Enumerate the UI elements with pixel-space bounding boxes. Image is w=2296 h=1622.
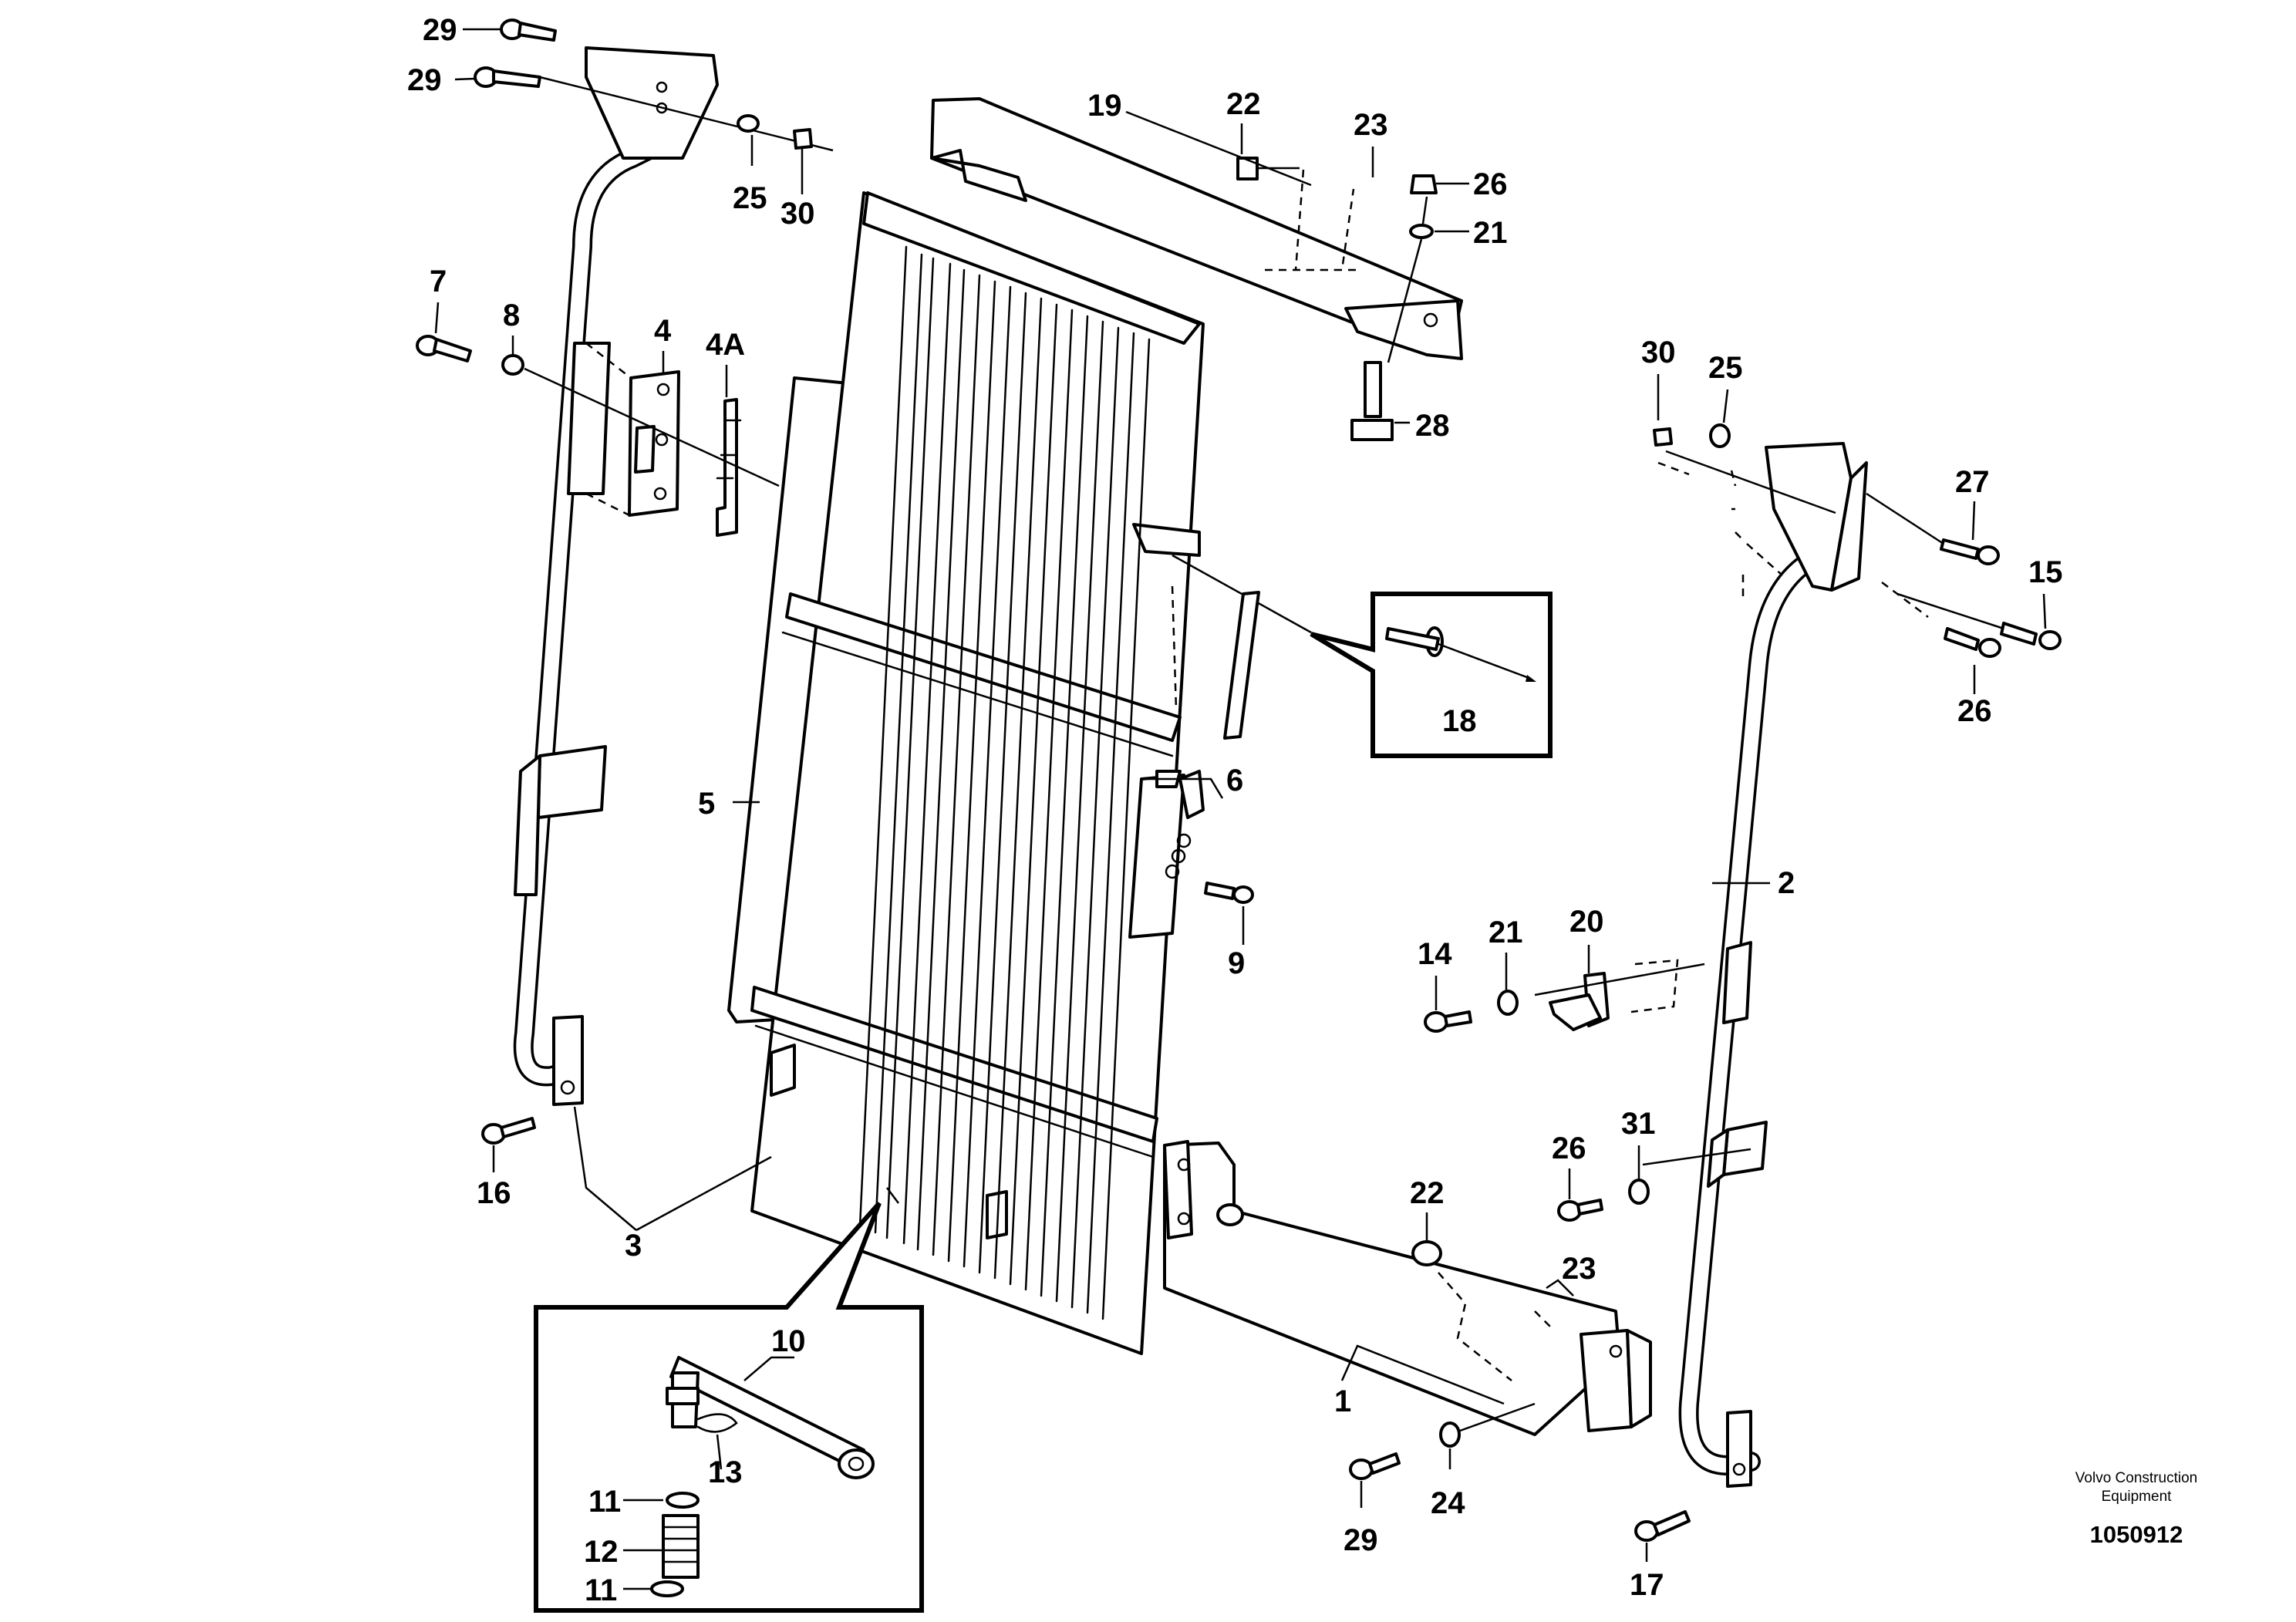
document-number: 1050912 xyxy=(2090,1521,2183,1548)
callout: 13 xyxy=(708,1455,743,1489)
callout: 26 xyxy=(1552,1131,1586,1165)
bolt-29-bottom xyxy=(1349,1452,1401,1480)
callout: 25 xyxy=(1708,351,1743,385)
left-rail xyxy=(513,46,719,1106)
callout: 27 xyxy=(1955,465,1990,499)
bolt-7 xyxy=(416,335,472,363)
grille-slats xyxy=(754,245,1174,1320)
callout: 26 xyxy=(1473,167,1508,201)
callout: 19 xyxy=(1087,89,1122,123)
footer: Volvo Construction Equipment 1050912 xyxy=(2075,1470,2197,1548)
callout: 22 xyxy=(1410,1176,1445,1210)
bolt-14 xyxy=(1424,1010,1472,1033)
callout: 29 xyxy=(1344,1523,1378,1557)
hinge-leaf xyxy=(716,398,742,537)
top-bar xyxy=(930,97,1463,360)
callout: 5 xyxy=(698,787,715,821)
callout: 6 xyxy=(1226,764,1243,798)
callout: 15 xyxy=(2028,555,2063,589)
screw-22-top xyxy=(1236,157,1300,180)
callout: 23 xyxy=(1562,1252,1596,1286)
callout: 1 xyxy=(1334,1384,1351,1418)
bolt-16 xyxy=(481,1117,536,1145)
bolt-29-b xyxy=(474,66,541,88)
brand-line-1: Volvo Construction xyxy=(2075,1470,2197,1486)
bolt-27 xyxy=(1940,538,2000,565)
callout: 18 xyxy=(1442,704,1477,738)
callout: 26 xyxy=(1957,694,1992,728)
callout: 28 xyxy=(1415,409,1450,443)
callout: 16 xyxy=(477,1176,511,1210)
grille-frame xyxy=(727,191,1205,1355)
callout: 11 xyxy=(585,1573,617,1607)
callout: 20 xyxy=(1569,905,1604,939)
brand-line-2: Equipment xyxy=(2102,1489,2173,1505)
callout-labels: 29 29 25 30 19 22 23 26 21 28 7 8 4 4A 3… xyxy=(407,13,2063,1607)
bracket-20 xyxy=(1549,972,1610,1031)
callout: 24 xyxy=(1431,1486,1465,1520)
callout: 8 xyxy=(503,298,520,332)
latch-detail-box xyxy=(534,1202,924,1613)
callout: 10 xyxy=(771,1324,806,1358)
bolt-29-a xyxy=(500,19,557,42)
leader-lines xyxy=(434,28,2047,1590)
callout: 4A xyxy=(706,328,745,362)
callout: 2 xyxy=(1778,866,1795,900)
right-rail xyxy=(1678,442,1868,1488)
callout: 31 xyxy=(1621,1107,1656,1141)
bolt-17 xyxy=(1634,1510,1691,1542)
callout: 9 xyxy=(1228,946,1245,980)
hinge-plate xyxy=(628,370,680,517)
bottom-bar xyxy=(1163,1140,1652,1436)
callout: 23 xyxy=(1354,108,1388,142)
bolt-stack-top xyxy=(1350,174,1438,441)
callout: 3 xyxy=(625,1229,642,1263)
callout: 14 xyxy=(1418,937,1452,971)
bolt-26-lower xyxy=(1557,1199,1603,1222)
callout: 21 xyxy=(1489,916,1523,949)
callout: 25 xyxy=(733,181,767,215)
callout: 4 xyxy=(654,314,672,348)
callout: 22 xyxy=(1226,87,1261,121)
callout: 12 xyxy=(584,1535,619,1569)
callout: 7 xyxy=(430,265,447,298)
bolt-15 xyxy=(2000,622,2062,650)
callout: 29 xyxy=(407,63,442,97)
callout: 30 xyxy=(781,197,815,231)
bolt-26-right xyxy=(1944,627,2001,658)
callout: 29 xyxy=(423,13,457,47)
bolt-9 xyxy=(1204,882,1254,904)
callout: 17 xyxy=(1630,1568,1664,1602)
callout: 30 xyxy=(1641,336,1676,369)
rivet-detail-box xyxy=(1310,592,1553,758)
callout: 21 xyxy=(1473,216,1508,250)
callout: 11 xyxy=(588,1485,621,1519)
